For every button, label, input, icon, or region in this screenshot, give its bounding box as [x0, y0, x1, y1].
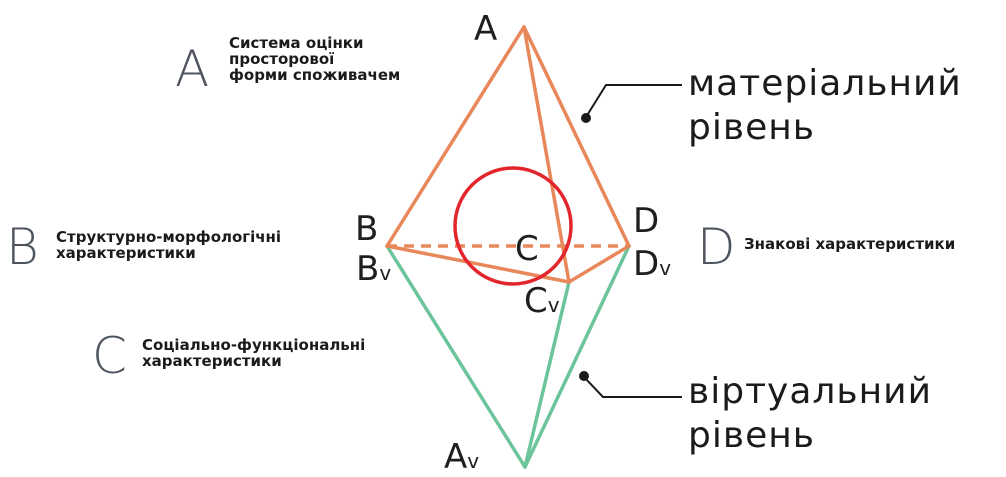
vertex-label-c: C — [515, 229, 539, 269]
virtual-pyramid — [385, 244, 631, 469]
vertex-av-sub: v — [467, 449, 480, 473]
legend-b-line-2: характеристики — [56, 244, 196, 262]
edge-dv-av — [523, 244, 631, 469]
legend-text-c: Соціально-функціональні характеристики — [142, 337, 365, 369]
legend-text-a: Система оцінки просторової форми спожива… — [229, 35, 400, 83]
vertex-label-dv: Dv — [633, 247, 671, 281]
vertex-label-cv: Cv — [524, 284, 560, 318]
vertex-label-av: Av — [444, 440, 479, 474]
vertex-av-main: A — [444, 437, 468, 477]
legend-a-line-2: просторової — [229, 50, 335, 68]
edge-bv-av — [385, 244, 527, 469]
edge-a-d — [522, 25, 631, 248]
virtual-pointer — [579, 371, 682, 398]
virtual-level-line-2: рівень — [688, 415, 815, 456]
legend-c-line-1: Соціально-функціональні — [142, 336, 366, 354]
material-pyramid — [385, 25, 631, 284]
legend-letter-a: A — [175, 40, 210, 98]
material-level-line-1: матеріальний — [688, 63, 962, 104]
vertex-bv-main: B — [356, 249, 380, 289]
vertex-bv-sub: v — [379, 261, 392, 285]
vertex-label-a: A — [474, 9, 498, 49]
vertex-cv-sub: v — [547, 293, 560, 317]
vertex-label-d: D — [633, 201, 660, 241]
edge-c-d — [567, 244, 631, 284]
highlight-circle — [453, 166, 573, 286]
virtual-level-label: віртуальний рівень — [688, 370, 932, 458]
legend-letter-d: D — [697, 218, 736, 276]
vertex-dv-sub: v — [659, 256, 672, 280]
material-level-line-2: рівень — [688, 107, 815, 148]
edge-b-c — [385, 244, 571, 284]
legend-letter-b: B — [6, 218, 39, 276]
legend-letter-c: C — [92, 327, 127, 385]
legend-text-d: Знакові характеристики — [744, 235, 956, 253]
vertex-cv-main: C — [524, 281, 548, 321]
legend-a-line-3: форми споживачем — [229, 66, 401, 84]
legend-text-b: Структурно-морфологічні характеристики — [56, 229, 281, 261]
vertex-label-bv: Bv — [356, 252, 391, 286]
virtual-level-line-1: віртуальний — [688, 371, 932, 412]
edge-cv-av — [523, 280, 571, 469]
vertex-label-b: B — [355, 209, 379, 249]
legend-b-line-1: Структурно-морфологічні — [56, 228, 282, 246]
material-pointer — [581, 84, 682, 123]
legend-c-line-2: характеристики — [142, 352, 282, 370]
edge-a-b — [385, 25, 526, 248]
legend-a-line-1: Система оцінки — [229, 34, 364, 52]
edge-a-c — [522, 25, 571, 284]
vertex-dv-main: D — [633, 244, 660, 284]
material-level-label: матеріальний рівень — [688, 62, 962, 150]
